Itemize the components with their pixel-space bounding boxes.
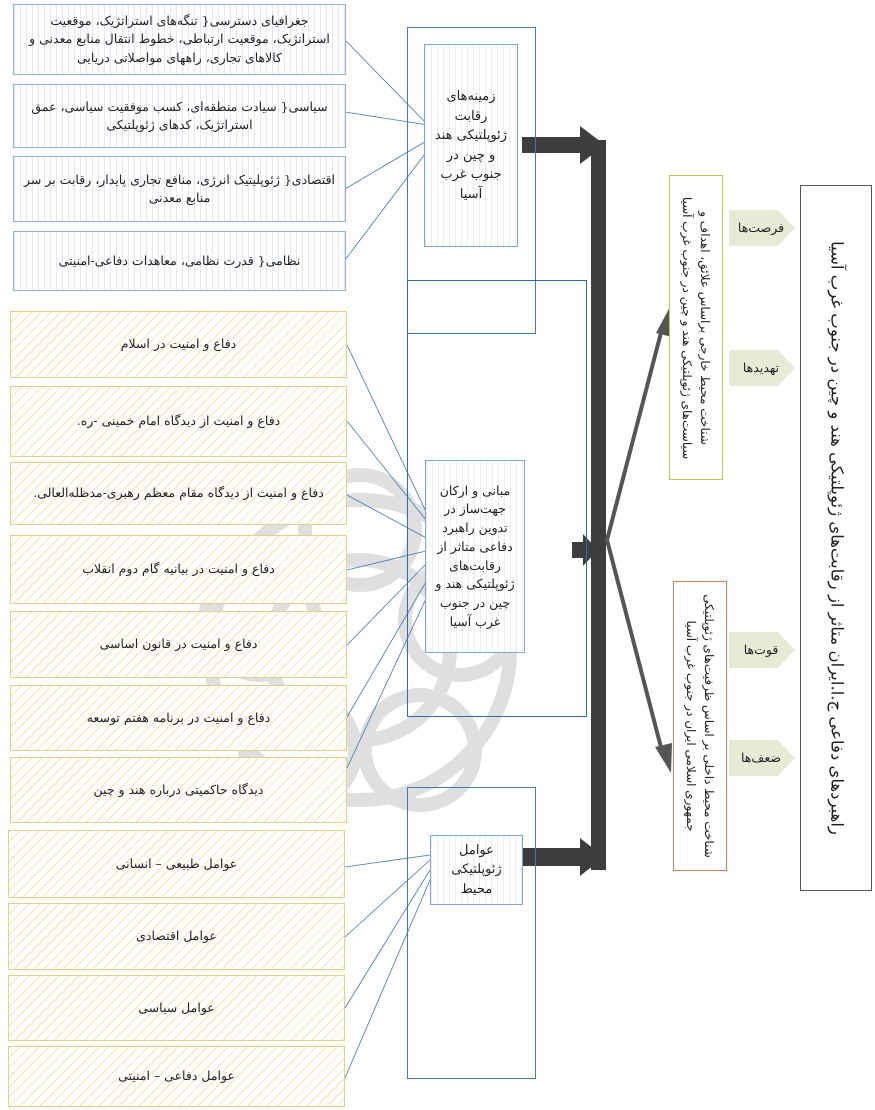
foundations-box: مبانی و ارکان جهت‌ساز در تدوین راهبرد دف… <box>425 460 525 653</box>
center-group-middle <box>407 280 587 717</box>
political-box: سیاسی{ سیادت منطقه‌ای، کسب موفقیت سیاسی،… <box>13 84 346 148</box>
access-geography-box: جغرافیای دسترسی{ تنگه‌های استراتژیک، موق… <box>13 4 346 75</box>
sovereign-view-box: دیدگاه حاکمیتی درباره هند و چین <box>10 757 347 823</box>
economic-box: اقتصادی{ ژئوپلیتیک انرژی، منافع تجاری پا… <box>13 156 346 222</box>
strengths-label: قوت‌ها <box>743 642 779 657</box>
political-factors-box: عوامل سیاسی <box>8 975 345 1041</box>
final-strategies-box: راهبردهای دفاعی ج.ا.ایران متاثر از رقابت… <box>800 185 872 891</box>
external-environment-box: شناخت محیط خارجی براساس علائق، اهداف و س… <box>669 175 723 480</box>
defense-khomeini-box: دفاع و امنیت از دیدگاه امام خمینی -ره. <box>10 386 347 457</box>
defense-security-factors-box: عوامل دفاعی – امنیتی <box>8 1046 345 1107</box>
military-box: نظامی{ قدرت نظامی، معاهدات دفاعی-امنیتی <box>13 231 346 291</box>
center-group-bottom <box>407 787 536 1079</box>
geopolitical-factors-box: عوامل ژئوپلتیکی محیط <box>430 835 523 905</box>
internal-environment-box: شناخت محیط داخلی بر اساس ظرفیت‌های ژئوپل… <box>673 581 727 871</box>
economic-factors-box: عوامل اقتصادی <box>8 903 345 970</box>
defense-second-step-box: دفاع و امنیت در بیانیه گام دوم انقلاب <box>10 535 347 604</box>
threats-label: تهدیدها <box>742 360 780 375</box>
rivalry-grounds-box: زمینه‌های رقابت ژئوپلتیکی هند و چین در ج… <box>424 44 518 247</box>
opportunities-label: فرصت‌ها <box>737 220 785 235</box>
defense-islam-box: دفاع و امنیت در اسلام <box>10 311 347 378</box>
weaknesses-label: ضعف‌ها <box>741 750 781 765</box>
natural-human-factors-box: عوامل طبیعی – انسانی <box>8 830 345 898</box>
center-group-top <box>407 27 536 334</box>
defense-leader-box: دفاع و امنیت از دیدگاه مقام معظم رهبری-م… <box>10 462 347 525</box>
defense-constitution-box: دفاع و امنیت در قانون اساسی <box>10 611 347 678</box>
defense-seventh-plan-box: دفاع و امنیت در برنامه هفتم توسعه <box>10 685 347 751</box>
